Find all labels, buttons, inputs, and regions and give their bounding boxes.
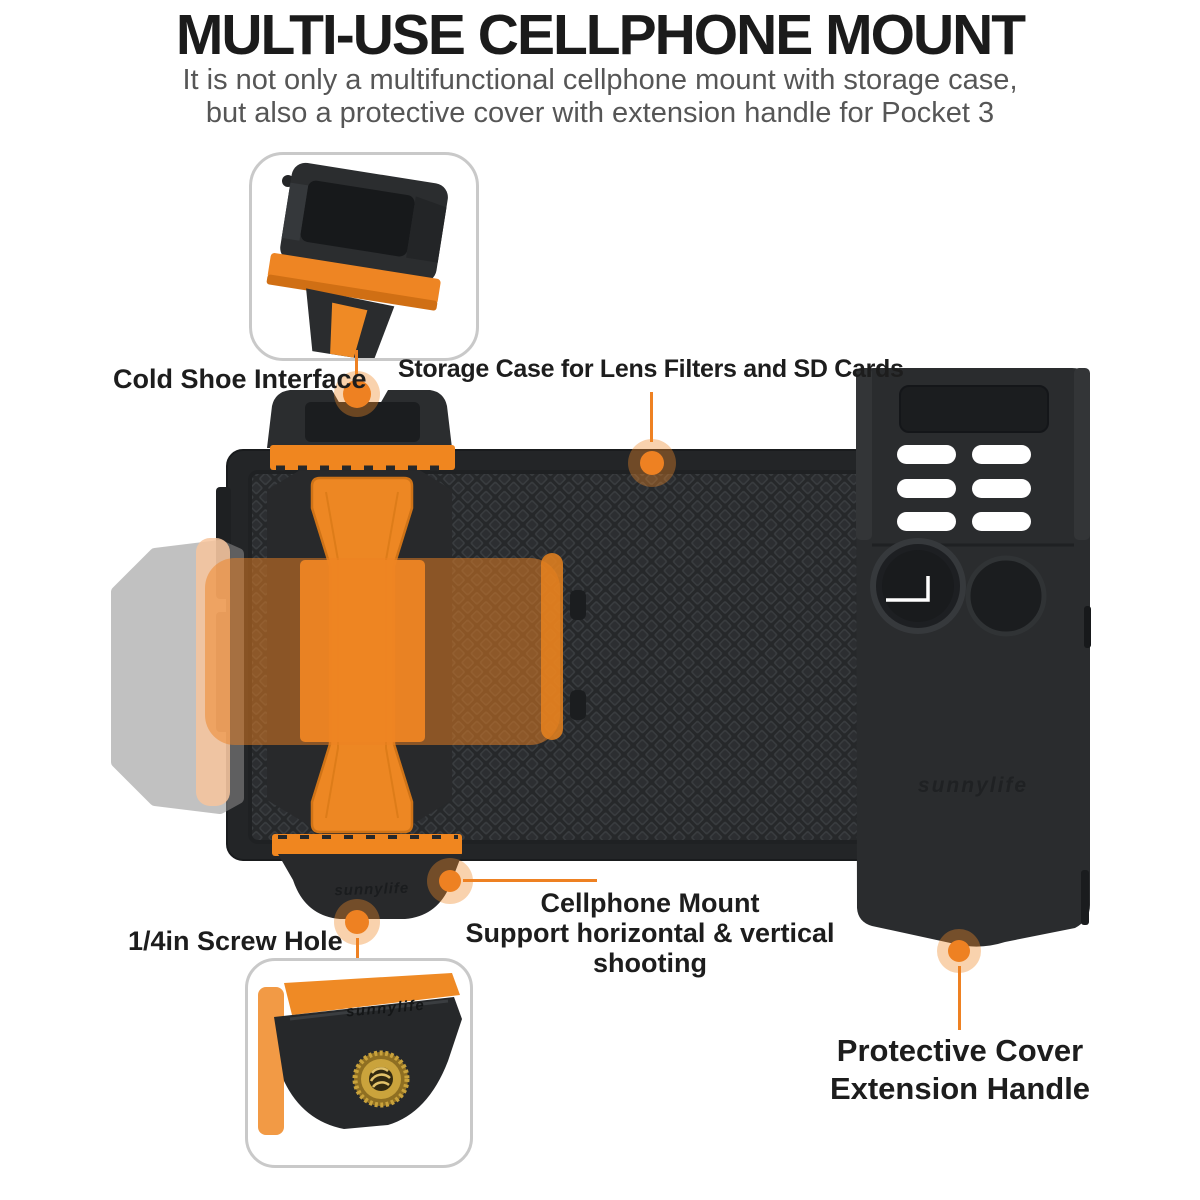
callout-label-storage-case: Storage Case for Lens Filters and SD Car… — [398, 355, 904, 383]
callout-dot-storage-case — [640, 451, 664, 475]
protective-cover-handle: sunnylife — [856, 368, 1091, 947]
page-subtitle: It is not only a multifunctional cellpho… — [0, 64, 1200, 130]
callout-line-storage-case — [650, 392, 653, 442]
callout-dot-screw-hole — [345, 910, 369, 934]
callout-label-cellphone-mount: Cellphone Mount Support horizontal & ver… — [420, 888, 880, 978]
clamp-center-pad — [300, 560, 425, 742]
cover-left-rail — [856, 368, 872, 540]
cold-shoe-clamp-top — [267, 390, 455, 471]
quarter-inch-screw — [352, 1050, 410, 1108]
callout-line-cellphone-mount — [463, 879, 597, 882]
brand-wordmark: sunnylife — [918, 774, 1028, 797]
cover-vent-slots — [897, 445, 1031, 531]
lens-filter-well-right — [965, 555, 1047, 637]
cellphone-mount-label-line-1: Cellphone Mount — [540, 888, 760, 918]
callout-dot-protective-cover — [948, 940, 970, 962]
cover-side-tab — [1081, 870, 1089, 925]
protective-cover-label-line-2: Extension Handle — [829, 1071, 1091, 1106]
screw-hole-detail-photo: sunnylife — [258, 973, 462, 1135]
cellphone-clamp-bottom: sunnylife — [272, 834, 462, 919]
page-title: MULTI-USE CELLPHONE MOUNT — [175, 3, 1026, 67]
callout-line-screw-hole — [356, 938, 359, 958]
case-hook-bottom — [570, 690, 586, 720]
sd-card-bracket — [886, 576, 930, 602]
callout-label-cold-shoe: Cold Shoe Interface — [113, 364, 367, 394]
cover-side-button — [1084, 606, 1091, 648]
cover-right-rail — [1074, 368, 1090, 540]
protective-cover-label-line-1: Protective Cover — [836, 1033, 1084, 1068]
callout-label-screw-hole: 1/4in Screw Hole — [128, 926, 343, 956]
subtitle-line-1: It is not only a multifunctional cellpho… — [182, 64, 1018, 96]
product-illustration: sunnylife sunnylife — [111, 368, 1091, 947]
callout-dot-cold-shoe — [343, 380, 371, 408]
screw-hole-inset: sunnylife — [245, 958, 473, 1168]
cold-shoe-inset — [249, 152, 479, 361]
clamp-arm-end-right — [541, 553, 563, 740]
cellphone-mount-label-line-2: Support horizontal & vertical shooting — [465, 918, 835, 978]
brand-wordmark: sunnylife — [345, 997, 426, 1021]
callout-label-protective-cover: Protective Cover Extension Handle — [805, 1032, 1115, 1108]
brand-wordmark: sunnylife — [334, 880, 409, 900]
callout-dot-cellphone-mount — [439, 870, 461, 892]
cover-top-recess — [899, 385, 1049, 433]
callout-line-protective-cover — [958, 966, 961, 1030]
subtitle-line-2: but also a protective cover with extensi… — [205, 97, 995, 129]
callout-line-cold-shoe — [355, 350, 358, 376]
case-hook-top — [570, 590, 586, 620]
cold-shoe-detail-photo — [266, 162, 448, 358]
